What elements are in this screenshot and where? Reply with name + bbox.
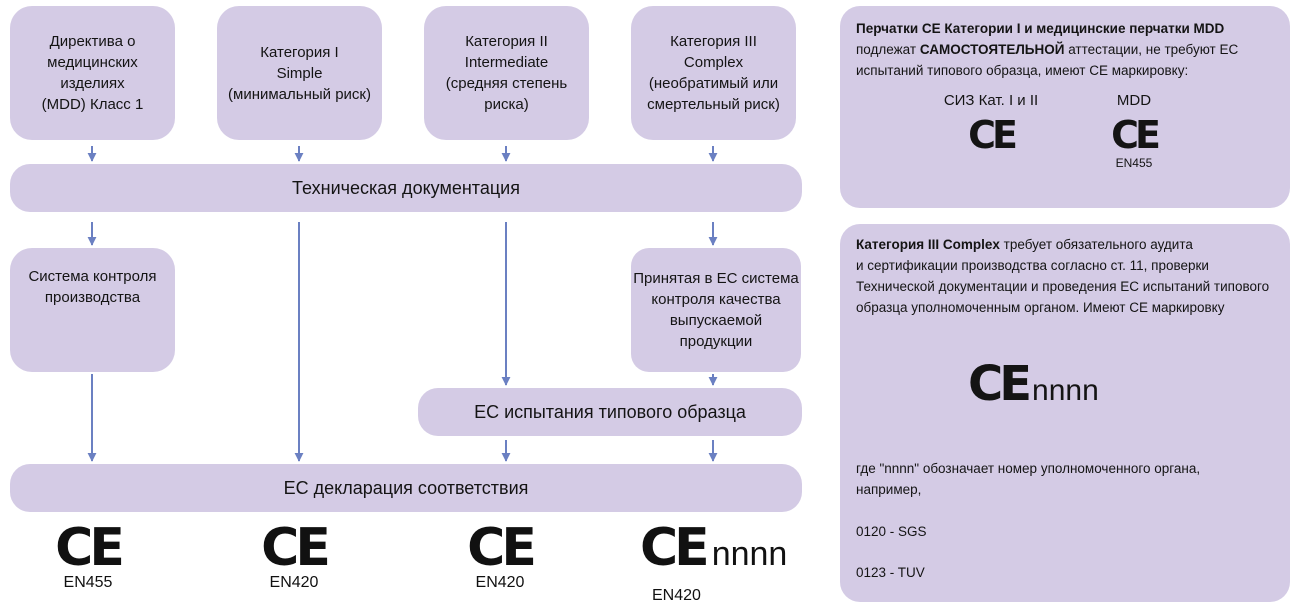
ce-mark-mdd: MDD CE EN455 — [1084, 90, 1184, 174]
panel1-text-2: аттестации, не требуют ЕС испытаний типо… — [856, 42, 1239, 78]
notified-body-example-tuv: 0123 - TUV — [856, 565, 925, 580]
mdd-label: MDD — [1116, 92, 1152, 109]
info-panel-category-3: Категория III Complex требует обязательн… — [840, 224, 1290, 602]
type-examination-bar: ЕС испытания типового образца — [418, 388, 802, 436]
panel2-paragraph: Категория III Complex требует обязательн… — [856, 234, 1274, 318]
panel1-bold-word: САМОСТОЯТЕЛЬНОЙ — [919, 42, 1065, 57]
ce-logo: CE — [640, 518, 710, 578]
panel2-bold-intro: Категория III Complex — [856, 237, 1000, 252]
ce-logo: CE — [467, 518, 537, 578]
notified-body-example-sgs: 0120 - SGS — [856, 524, 927, 539]
info-panel-self-certification: Перчатки СЕ Категории I и медицинские пе… — [840, 6, 1290, 208]
notified-body-number: nnnn — [1032, 374, 1099, 407]
ce-mark-en455: CE EN455 — [38, 518, 138, 592]
ce-standard-label: EN420 — [269, 574, 319, 591]
quality-control-system-box: Принятая в ЕС система контроля качества … — [631, 248, 801, 372]
production-control-box: Система контроля производства — [10, 248, 175, 372]
notified-body-number: nnnn — [711, 535, 788, 573]
ce-standard-label: EN420 — [652, 587, 701, 604]
ce-standard-label: EN420 — [475, 574, 525, 591]
ppe-label: СИЗ Кат. I и II — [943, 92, 1039, 109]
ce-logo: CE — [261, 518, 331, 578]
category-3-box: Категория III Complex (необратимый или с… — [631, 6, 796, 140]
ce-logo: CE — [968, 113, 1018, 157]
ce-logo: CE — [1111, 113, 1161, 157]
panel1-text: подлежат — [856, 42, 920, 57]
category-2-box: Категория II Intermediate (средняя степе… — [424, 6, 589, 140]
technical-documentation-bar: Техническая документация — [10, 164, 802, 212]
category-1-box: Категория I Simple (минимальный риск) — [217, 6, 382, 140]
ce-mark-en420-cat1: CE EN420 — [244, 518, 344, 592]
ce-standard-label: EN455 — [63, 574, 113, 591]
ce-mark-en420-cat2: CE EN420 — [450, 518, 550, 592]
declaration-of-conformity-bar: ЕС декларация соответствия — [10, 464, 802, 512]
mdd-standard-label: EN455 — [1115, 156, 1153, 170]
panel1-paragraph: Перчатки СЕ Категории I и медицинские пе… — [856, 18, 1274, 81]
panel2-note: где "nnnn" обозначает номер уполномоченн… — [856, 461, 1201, 497]
ce-logo: CE — [968, 356, 1032, 412]
flow-arrows — [87, 146, 718, 462]
ce-mark-ppe: СИЗ Кат. I и II CE — [926, 90, 1056, 159]
mdd-box: Директива о медицинских изделиях (MDD) К… — [10, 6, 175, 140]
ce-logo: CE — [55, 518, 125, 578]
panel1-bold-intro: Перчатки СЕ Категории I и медицинские пе… — [856, 21, 1225, 36]
panel2-text: требует обязательного аудита и сертифика… — [856, 237, 1270, 315]
